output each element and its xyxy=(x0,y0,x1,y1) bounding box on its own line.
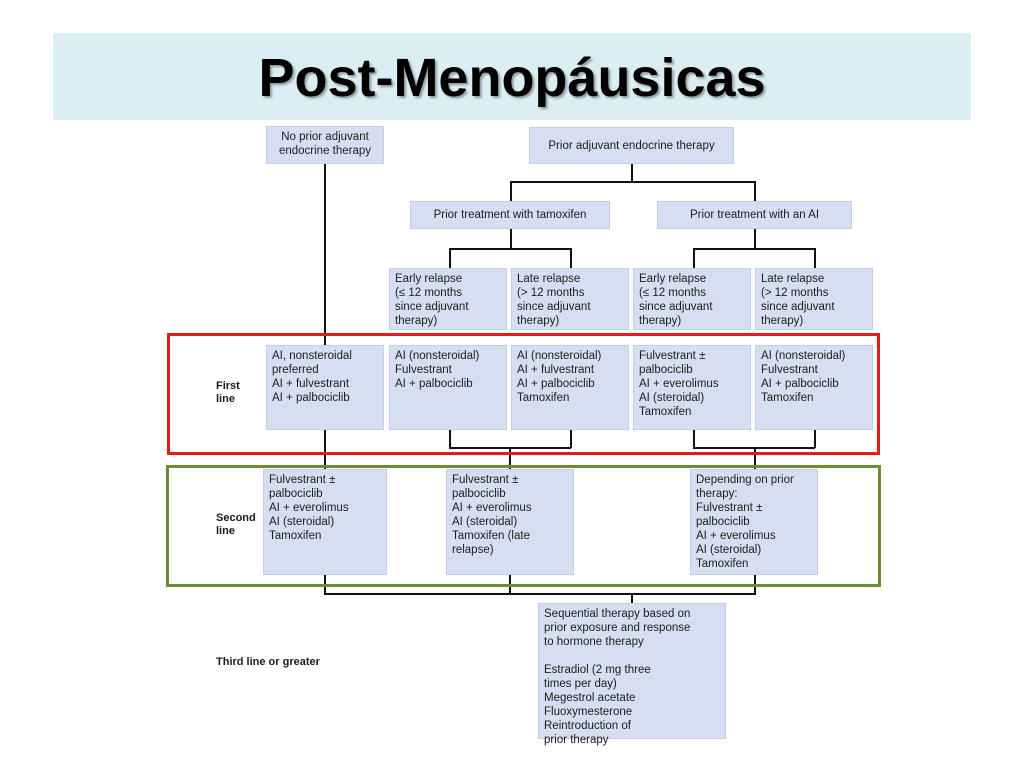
connector-line xyxy=(631,164,633,182)
node-prior-ai: Prior treatment with an AI xyxy=(657,201,852,229)
connector-line xyxy=(754,229,756,249)
first-line-late-ai: AI (nonsteroidal) Fulvestrant AI + palbo… xyxy=(755,345,873,430)
second-line-ai: Depending on prior therapy: Fulvestrant … xyxy=(690,469,818,575)
node-no-prior-adjuvant: No prior adjuvant endocrine therapy xyxy=(266,126,384,164)
page-title: Post-Menopáusicas xyxy=(258,48,766,108)
connector-line xyxy=(509,447,511,469)
connector-line xyxy=(449,248,451,268)
first-line-early-tamoxifen: AI (nonsteroidal) Fulvestrant AI + palbo… xyxy=(389,345,507,430)
connector-line xyxy=(814,248,816,268)
row-label-third-line: Third line or greater xyxy=(216,656,320,668)
connector-line xyxy=(449,248,571,250)
second-line-no-prior: Fulvestrant ± palbociclib AI + everolimu… xyxy=(263,469,387,575)
third-line-box: Sequential therapy based on prior exposu… xyxy=(538,603,726,746)
node-early-relapse-tamoxifen: Early relapse (≤ 12 months since adjuvan… xyxy=(389,268,507,330)
first-line-no-prior: AI, nonsteroidal preferred AI + fulvestr… xyxy=(266,345,384,430)
node-prior-adjuvant: Prior adjuvant endocrine therapy xyxy=(529,127,734,164)
connector-line xyxy=(570,248,572,268)
connector-line xyxy=(754,447,756,469)
second-line-tamoxifen: Fulvestrant ± palbociclib AI + everolimu… xyxy=(446,469,574,575)
row-label-second-line: Second line xyxy=(216,512,256,537)
connector-line xyxy=(631,593,633,603)
connector-line xyxy=(510,181,512,201)
connector-line xyxy=(693,430,695,448)
connector-line xyxy=(510,181,755,183)
node-early-relapse-ai: Early relapse (≤ 12 months since adjuvan… xyxy=(633,268,751,330)
title-band: Post-Menopáusicas xyxy=(53,33,971,120)
node-late-relapse-tamoxifen: Late relapse (> 12 months since adjuvant… xyxy=(511,268,629,330)
second-line-highlight-frame xyxy=(166,465,881,587)
first-line-early-ai: Fulvestrant ± palbociclib AI + everolimu… xyxy=(633,345,751,430)
connector-line xyxy=(510,229,512,249)
connector-line xyxy=(570,430,572,448)
connector-line xyxy=(324,593,756,595)
connector-line xyxy=(693,248,815,250)
first-line-highlight-frame xyxy=(167,333,880,455)
connector-line xyxy=(814,430,816,448)
row-label-first-line: First line xyxy=(216,380,240,405)
connector-line xyxy=(693,248,695,268)
first-line-late-tamoxifen: AI (nonsteroidal) AI + fulvestrant AI + … xyxy=(511,345,629,430)
connector-line xyxy=(449,430,451,448)
node-late-relapse-ai: Late relapse (> 12 months since adjuvant… xyxy=(755,268,873,330)
node-prior-tamoxifen: Prior treatment with tamoxifen xyxy=(410,201,610,229)
connector-line xyxy=(754,181,756,201)
